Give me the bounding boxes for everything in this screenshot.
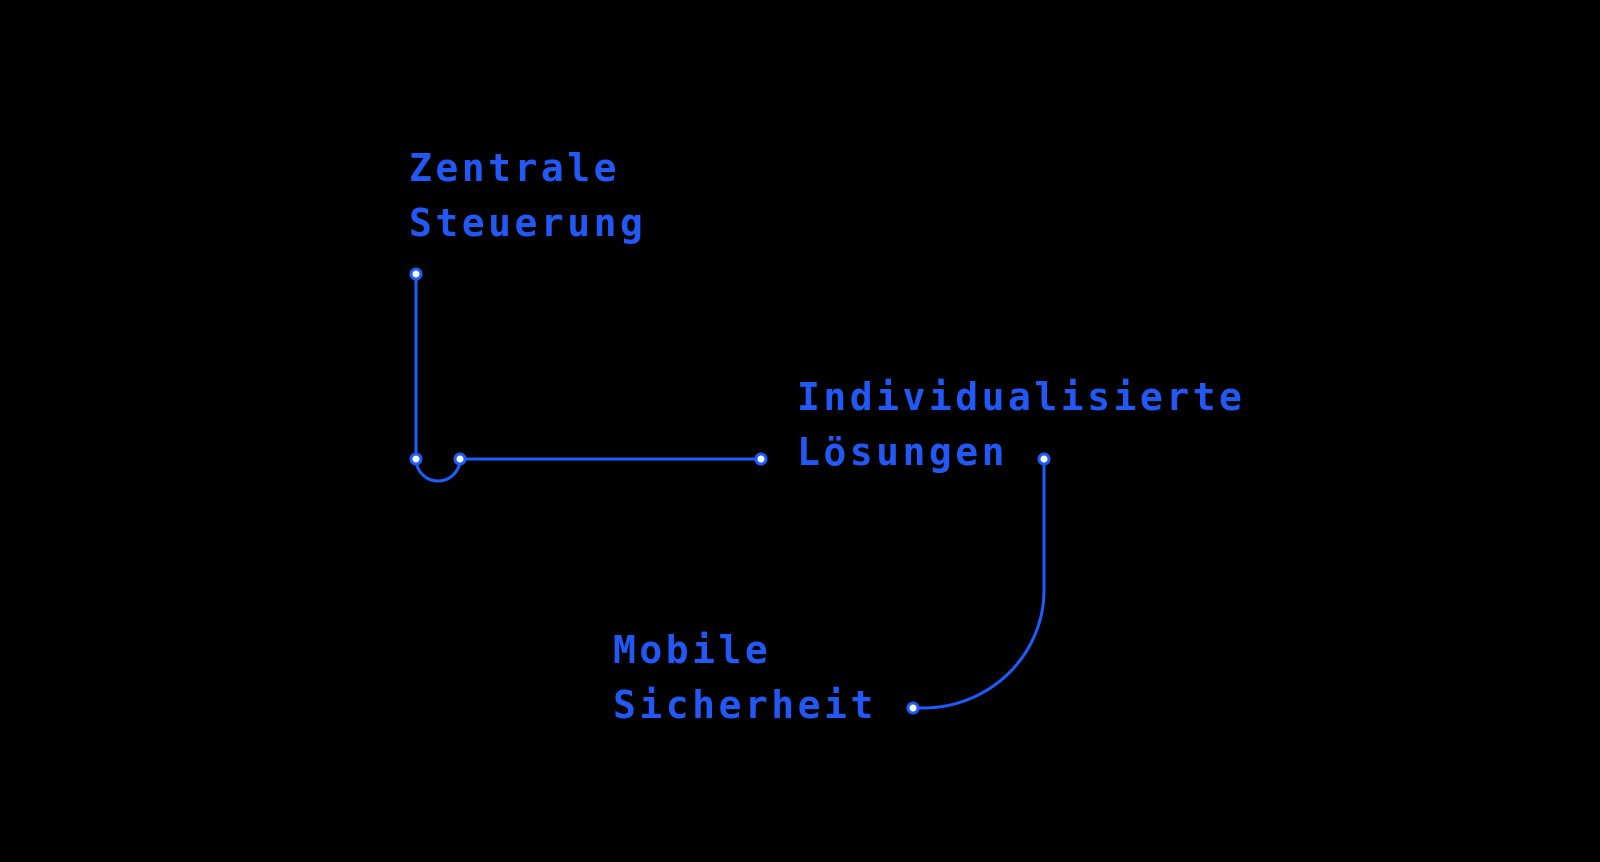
label-mobile-line1: Mobile [613,628,771,672]
label-individualisierte-line2: Lösungen [797,430,1008,474]
label-mobile-line2: Sicherheit [613,683,877,727]
label-zentrale-line1: Zentrale [409,146,620,190]
node-dots [409,267,1051,715]
node-dot-loop-left [409,452,423,466]
u-loop-arc [414,457,462,483]
node-dot-loesungen-right [1037,452,1051,466]
node-dot-loop-right [453,452,467,466]
connector-lines [414,272,1046,710]
node-dot-sicherheit [906,701,920,715]
curve-to-mobile [911,457,1046,710]
diagram-labels: Zentrale Steuerung Individualisierte Lös… [409,146,1245,727]
node-dot-zentrale-top [409,267,423,281]
node-dot-loesungen-left [754,452,768,466]
label-zentrale-line2: Steuerung [409,201,646,245]
label-individualisierte-line1: Individualisierte [797,375,1245,419]
